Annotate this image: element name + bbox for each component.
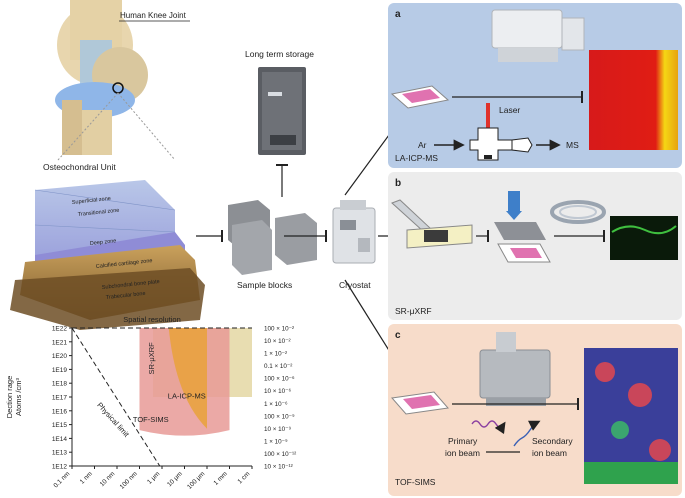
x-tick-label-8: 1 cm [236, 470, 251, 485]
y-right-tick-label-9: 1 × 10⁻⁹ [264, 438, 288, 445]
y-right-tick-label-5: 10 × 10⁻⁶ [264, 388, 292, 395]
cryostat-label: Cryostat [339, 280, 371, 290]
laser-beam [486, 103, 490, 133]
zone-label-0: Superficial zone [72, 196, 112, 206]
freezer-icon [258, 67, 306, 155]
ablation-cell [469, 127, 513, 161]
osteochondral-block [10, 180, 205, 330]
y-tick-label-3: 1E19 [52, 367, 68, 374]
chart-ylabel-2: Atoms /cm³ [14, 378, 23, 416]
y-tick-label-5: 1E17 [52, 395, 68, 402]
la-icp-ms-region-label: LA-ICP-MS [168, 391, 206, 400]
panel-c-name: TOF-SIMS [395, 477, 436, 487]
sample-blocks-icon [228, 200, 317, 275]
y-right-tick-label-1: 10 × 10⁻² [264, 338, 291, 345]
y-right-tick-label-10: 100 × 10⁻¹² [264, 451, 296, 458]
primary-ion-beam-wave [471, 420, 506, 435]
zone-label-5: Trabecular bone [106, 291, 146, 301]
physical-limit-label: Physical limit [95, 401, 131, 440]
x-tick-label-7: 1 mm [212, 470, 228, 486]
x-tick-label-1: 1 nm [79, 470, 94, 485]
primary-ion-beam-label-1: Primary [448, 436, 478, 446]
slide-b [406, 224, 473, 249]
osteochondral-label: Osteochondral Unit [43, 162, 116, 172]
la-icp-ms-map [589, 50, 678, 150]
chart-region-2 [168, 328, 207, 429]
y-right-tick-label-6: 1 × 10⁻⁶ [264, 401, 288, 408]
y-right-tick-label-3: 0.1 × 10⁻² [264, 363, 292, 370]
x-tick-label-5: 10 μm [166, 470, 184, 488]
chart-ylabel-1: Dection rage [5, 376, 14, 419]
panel-a-name: LA-ICP-MS [395, 153, 438, 163]
y-tick-label-2: 1E20 [52, 353, 68, 360]
sample-stack-b [494, 191, 551, 263]
knee-joint-illustration [55, 0, 176, 161]
y-right-tick-label-4: 100 × 10⁻⁶ [264, 376, 295, 383]
y-tick-label-0: 1E22 [52, 326, 68, 333]
physical-limit-line [71, 327, 161, 467]
storage-label: Long term storage [245, 49, 314, 59]
zone-label-2: Deep zone [90, 238, 117, 247]
x-tick-label-3: 100 nm [119, 470, 139, 490]
y-right-tick-label-0: 100 × 10⁻² [264, 326, 294, 333]
tof-sims-region-label: TOF-SIMS [133, 415, 169, 424]
zone-label-3: Calcified cartilage zone [96, 258, 153, 270]
panel-a-letter: a [395, 9, 401, 20]
y-tick-label-1: 1E21 [52, 339, 68, 346]
y-tick-label-10: 1E12 [52, 464, 68, 471]
panel-c-letter: c [395, 330, 401, 341]
chart-title: Spatial resolution [123, 315, 181, 324]
x-tick-label-4: 1 μm [146, 470, 161, 485]
x-tick-label-6: 100 μm [186, 470, 206, 490]
panel-b-name: SR-μXRF [395, 306, 432, 316]
secondary-ion-beam-wave [513, 420, 541, 447]
laser-label: Laser [499, 105, 520, 115]
y-tick-label-8: 1E14 [52, 436, 68, 443]
panel-b-letter: b [395, 178, 401, 189]
y-tick-label-4: 1E18 [52, 381, 68, 388]
x-tick-label-2: 10 nm [99, 470, 117, 488]
x-tick-label-0: 0.1 nm [52, 470, 71, 489]
y-right-tick-label-8: 10 × 10⁻⁹ [264, 426, 292, 433]
ms-label: MS [566, 140, 579, 150]
y-tick-label-6: 1E16 [52, 408, 68, 415]
primary-ion-beam-label-2: ion beam [445, 448, 480, 458]
slide-a [390, 85, 450, 109]
sample-blocks-label: Sample blocks [237, 280, 292, 290]
secondary-ion-beam-label-1: Secondary [532, 436, 573, 446]
y-right-tick-label-11: 10 × 10⁻¹² [264, 464, 293, 471]
y-tick-label-7: 1E15 [52, 422, 68, 429]
sr-uxrf-map [610, 216, 678, 260]
knee-title: Human Knee Joint [120, 11, 187, 20]
la-icp-ms-instrument [491, 9, 585, 62]
sr-uxrf-region-label: SR-μXRF [147, 342, 156, 375]
synchrotron-ring [550, 200, 606, 224]
ms-nozzle [511, 137, 533, 153]
y-right-tick-label-2: 1 × 10⁻² [264, 351, 287, 358]
y-right-tick-label-7: 100 × 10⁻⁹ [264, 413, 295, 420]
cryostat-icon [332, 200, 376, 264]
y-tick-label-9: 1E13 [52, 450, 68, 457]
zone-label-1: Transitional zone [78, 208, 120, 218]
ar-label: Ar [418, 140, 427, 150]
tof-sims-map [584, 348, 678, 484]
secondary-ion-beam-label-2: ion beam [532, 448, 567, 458]
tof-sims-instrument [479, 332, 551, 406]
slide-c [391, 391, 449, 415]
